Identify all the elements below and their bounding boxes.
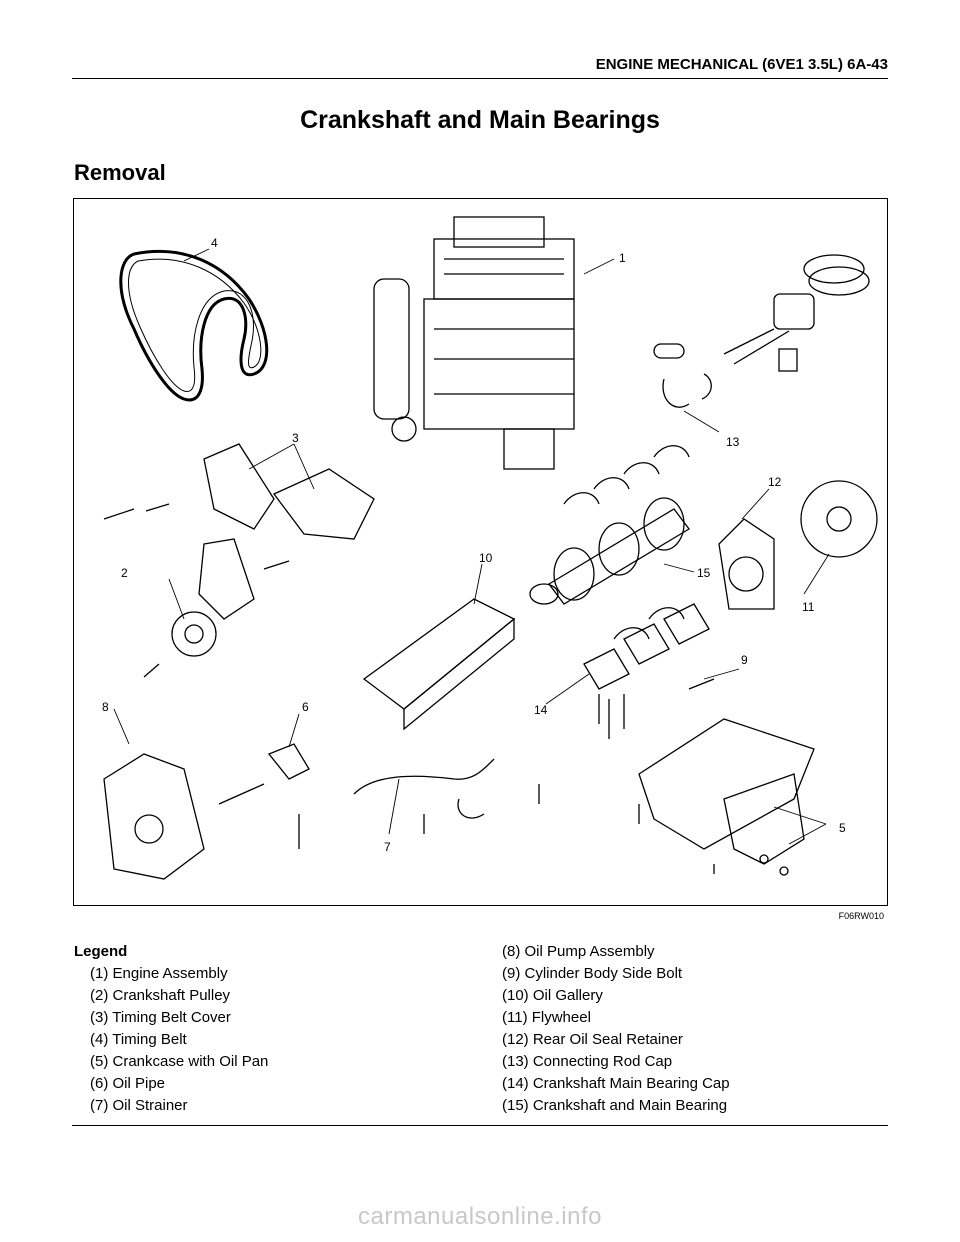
bearing-shells-drawing (563, 445, 690, 640)
footer-rule (72, 1125, 888, 1126)
legend-item: (2) Crankshaft Pulley (90, 987, 231, 1004)
callout-12: 12 (768, 475, 782, 489)
running-header: ENGINE MECHANICAL (6VE1 3.5L) 6A-43 (595, 56, 888, 73)
callout-leader-lines (113, 248, 830, 845)
legend-item: (1) Engine Assembly (90, 965, 228, 982)
legend-item: (12) Rear Oil Seal Retainer (502, 1031, 683, 1048)
legend-item: (4) Timing Belt (90, 1031, 187, 1048)
engine-assembly-drawing (373, 216, 575, 470)
legend-item: (5) Crankcase with Oil Pan (90, 1053, 269, 1070)
legend-item: (3) Timing Belt Cover (90, 1009, 231, 1026)
header-rule (72, 78, 888, 79)
callout-2: 2 (121, 566, 128, 580)
legend-item: (9) Cylinder Body Side Bolt (502, 965, 683, 982)
legend-item: (13) Connecting Rod Cap (502, 1053, 673, 1070)
legend-item: (10) Oil Gallery (502, 987, 603, 1004)
section-heading: Removal (74, 160, 166, 185)
legend-left-column: (1) Engine Assembly (2) Crankshaft Pulle… (90, 963, 268, 1117)
callout-13: 13 (726, 435, 740, 449)
timing-belt-drawing (119, 249, 269, 402)
callout-9: 9 (741, 653, 748, 667)
callout-5: 5 (839, 821, 846, 835)
callout-11: 11 (802, 600, 815, 614)
main-bearing-caps-drawing (583, 603, 715, 739)
oil-gallery-drawing (362, 598, 516, 731)
callout-7: 7 (384, 840, 391, 854)
legend-item: (15) Crankshaft and Main Bearing (502, 1097, 728, 1114)
callout-8: 8 (102, 700, 109, 714)
exploded-view-figure: 1 2 3 4 5 6 7 8 9 10 11 12 13 14 15 (73, 198, 888, 906)
legend-item: (11) Flywheel (502, 1009, 591, 1026)
legend-item: (14) Crankshaft Main Bearing Cap (502, 1075, 730, 1092)
legend-right-column: (8) Oil Pump Assembly (9) Cylinder Body … (502, 941, 730, 1117)
page-title: Crankshaft and Main Bearings (300, 106, 660, 134)
exploded-view-drawing: 1 2 3 4 5 6 7 8 9 10 11 12 13 14 15 (102, 216, 878, 880)
rear-seal-and-flywheel-drawing (718, 480, 878, 610)
callout-15: 15 (697, 566, 711, 580)
legend-item: (7) Oil Strainer (90, 1097, 188, 1114)
connecting-rod-drawing (653, 254, 870, 408)
callout-10: 10 (479, 551, 493, 565)
callout-numbers: 1 2 3 4 5 6 7 8 9 10 11 12 13 14 15 (102, 236, 846, 854)
callout-1: 1 (619, 251, 626, 265)
callout-3: 3 (292, 431, 299, 445)
crankshaft-drawing (529, 497, 690, 605)
legend-item: (8) Oil Pump Assembly (502, 943, 655, 960)
watermark: carmanualsonline.info (358, 1203, 602, 1230)
legend-item: (6) Oil Pipe (90, 1075, 166, 1092)
legend-title: Legend (74, 943, 128, 960)
oil-pump-and-strainer-drawing (103, 743, 540, 880)
figure-code: F06RW010 (838, 911, 884, 921)
callout-4: 4 (211, 236, 218, 250)
callout-6: 6 (302, 700, 309, 714)
crankcase-oil-pan-drawing (638, 718, 815, 876)
timing-cover-and-pulley-drawing (103, 443, 375, 678)
callout-14: 14 (534, 703, 548, 717)
